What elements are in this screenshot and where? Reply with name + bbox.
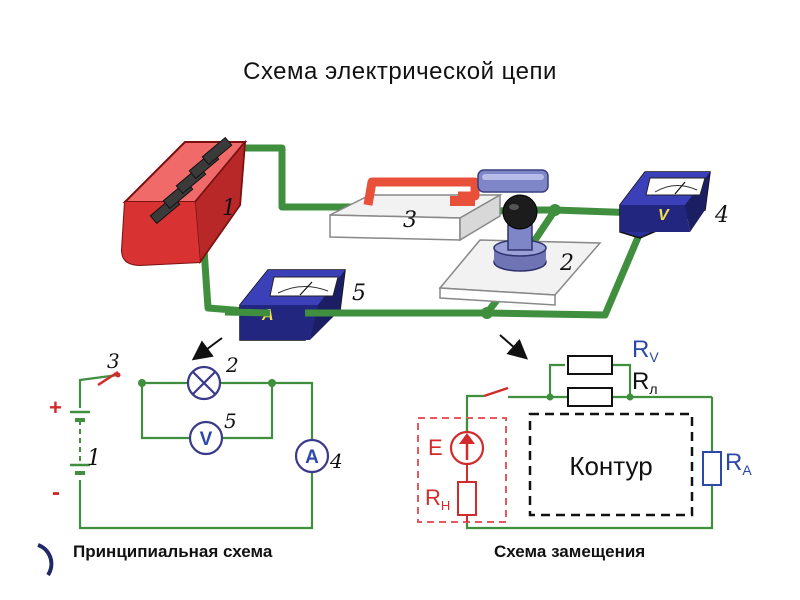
lamp (438, 194, 602, 306)
principal-battery-label: 1 (87, 446, 101, 471)
principal-switch (97, 370, 119, 387)
switch-handle (477, 169, 549, 193)
principal-voltmeter-letter: V (200, 429, 213, 450)
ammeter (239, 269, 346, 341)
battery-label: 1 (222, 196, 236, 221)
resistor-ra (702, 451, 722, 486)
principal-caption: Принципиальная схема (73, 542, 273, 561)
switch (329, 169, 549, 242)
plus-sign: + (49, 395, 62, 420)
switch-label: 3 (403, 208, 417, 233)
arrow-to-equivalent (499, 334, 529, 360)
principal-lamp-symbol (186, 365, 222, 401)
principal-voltmeter-label: 5 (224, 409, 237, 433)
emf-label: E (428, 435, 443, 460)
principal-ammeter-letter: A (305, 447, 319, 468)
voltmeter (619, 171, 711, 239)
equivalent-schematic: RV Rл RA Контур E RН Схема замещения (417, 336, 752, 561)
wire-junction (549, 204, 561, 216)
resistor-rn (457, 481, 477, 516)
arrow-to-principal (191, 337, 223, 361)
principal-battery-symbol (70, 408, 90, 480)
corner-decoration (37, 543, 54, 577)
lamp-label: 2 (559, 251, 574, 276)
contour-box (528, 412, 694, 517)
page-title: Схема электрической цепи (243, 58, 557, 85)
principal-ammeter-symbol: A (294, 438, 330, 474)
rn-label: RН (425, 485, 450, 513)
principal-lamp-label: 2 (225, 353, 239, 377)
principal-schematic: + - 1 3 2 V 5 A 4 Принципиальная схема (49, 349, 343, 561)
rv-label: RV (632, 336, 659, 365)
principal-ammeter-label: 4 (329, 449, 343, 473)
equivalent-caption: Схема замещения (494, 542, 645, 561)
voltmeter-letter: V (658, 207, 670, 224)
wire-junction (481, 307, 493, 319)
principal-voltmeter-symbol: V (188, 420, 224, 456)
resistor-rl (567, 387, 613, 407)
principal-switch-label: 3 (107, 349, 120, 373)
equivalent-switch (483, 386, 509, 398)
battery (120, 136, 248, 267)
ra-label: RA (725, 449, 752, 478)
voltmeter-label: 4 (714, 203, 729, 228)
rl-label: Rл (632, 368, 658, 397)
minus-sign: - (52, 479, 60, 506)
contour-label: Контур (569, 451, 652, 481)
resistor-rv (567, 355, 613, 375)
pictorial-circuit: 1 3 2 (120, 136, 729, 341)
ammeter-label: 5 (352, 281, 366, 306)
